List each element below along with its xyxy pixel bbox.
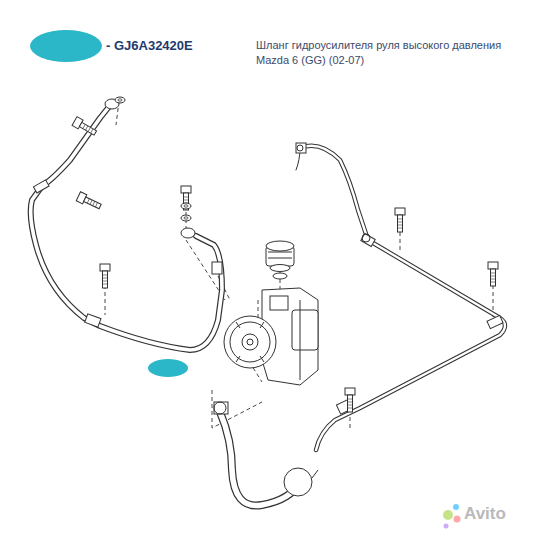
part-number: - GJ6A32420E [106, 37, 193, 55]
watermark-logo [443, 504, 461, 529]
watermark: Avito [464, 503, 506, 526]
key-mark [30, 30, 102, 62]
part-description: Шланг гидроусилителя руля высокого давле… [256, 38, 528, 68]
pump [224, 241, 318, 496]
key-mark [148, 359, 188, 377]
